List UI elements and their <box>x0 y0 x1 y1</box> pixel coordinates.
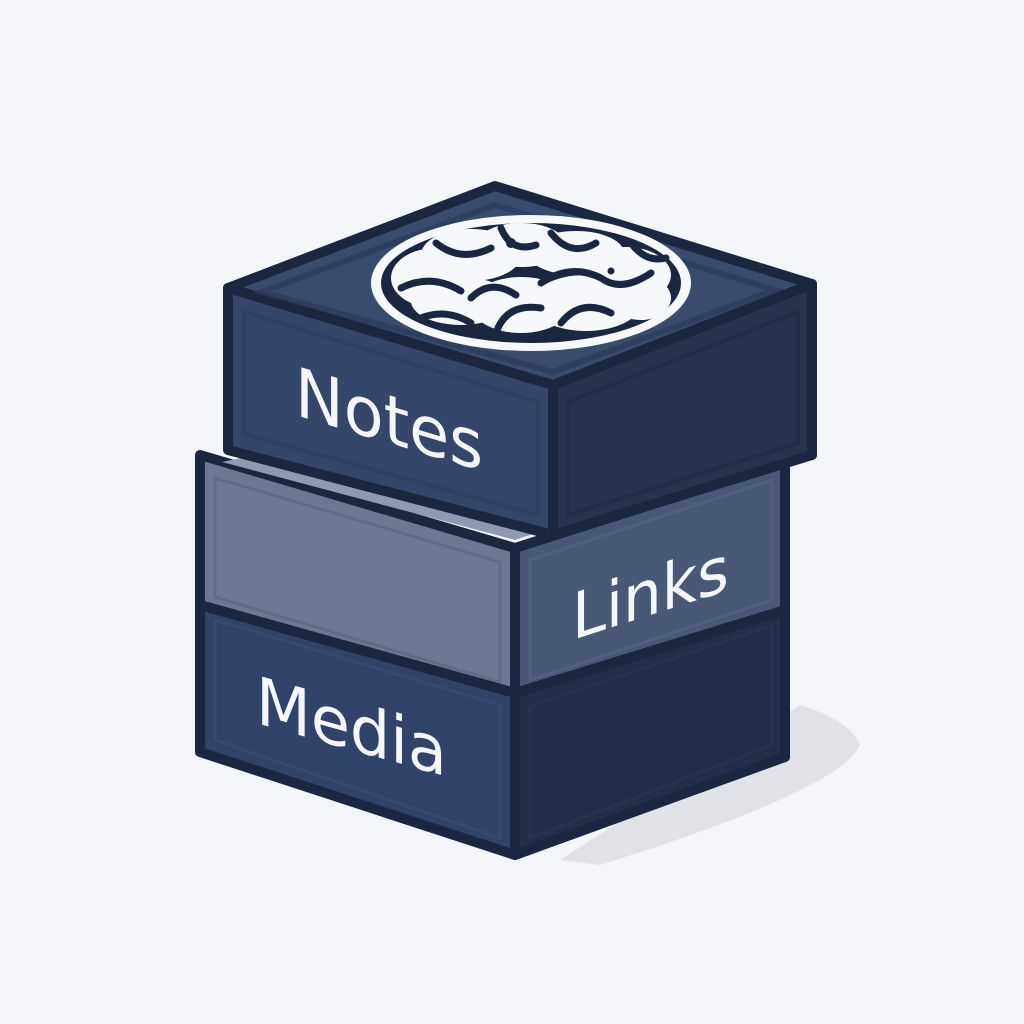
brain-icon <box>371 215 691 351</box>
lower-stack: Links Media <box>195 450 790 860</box>
